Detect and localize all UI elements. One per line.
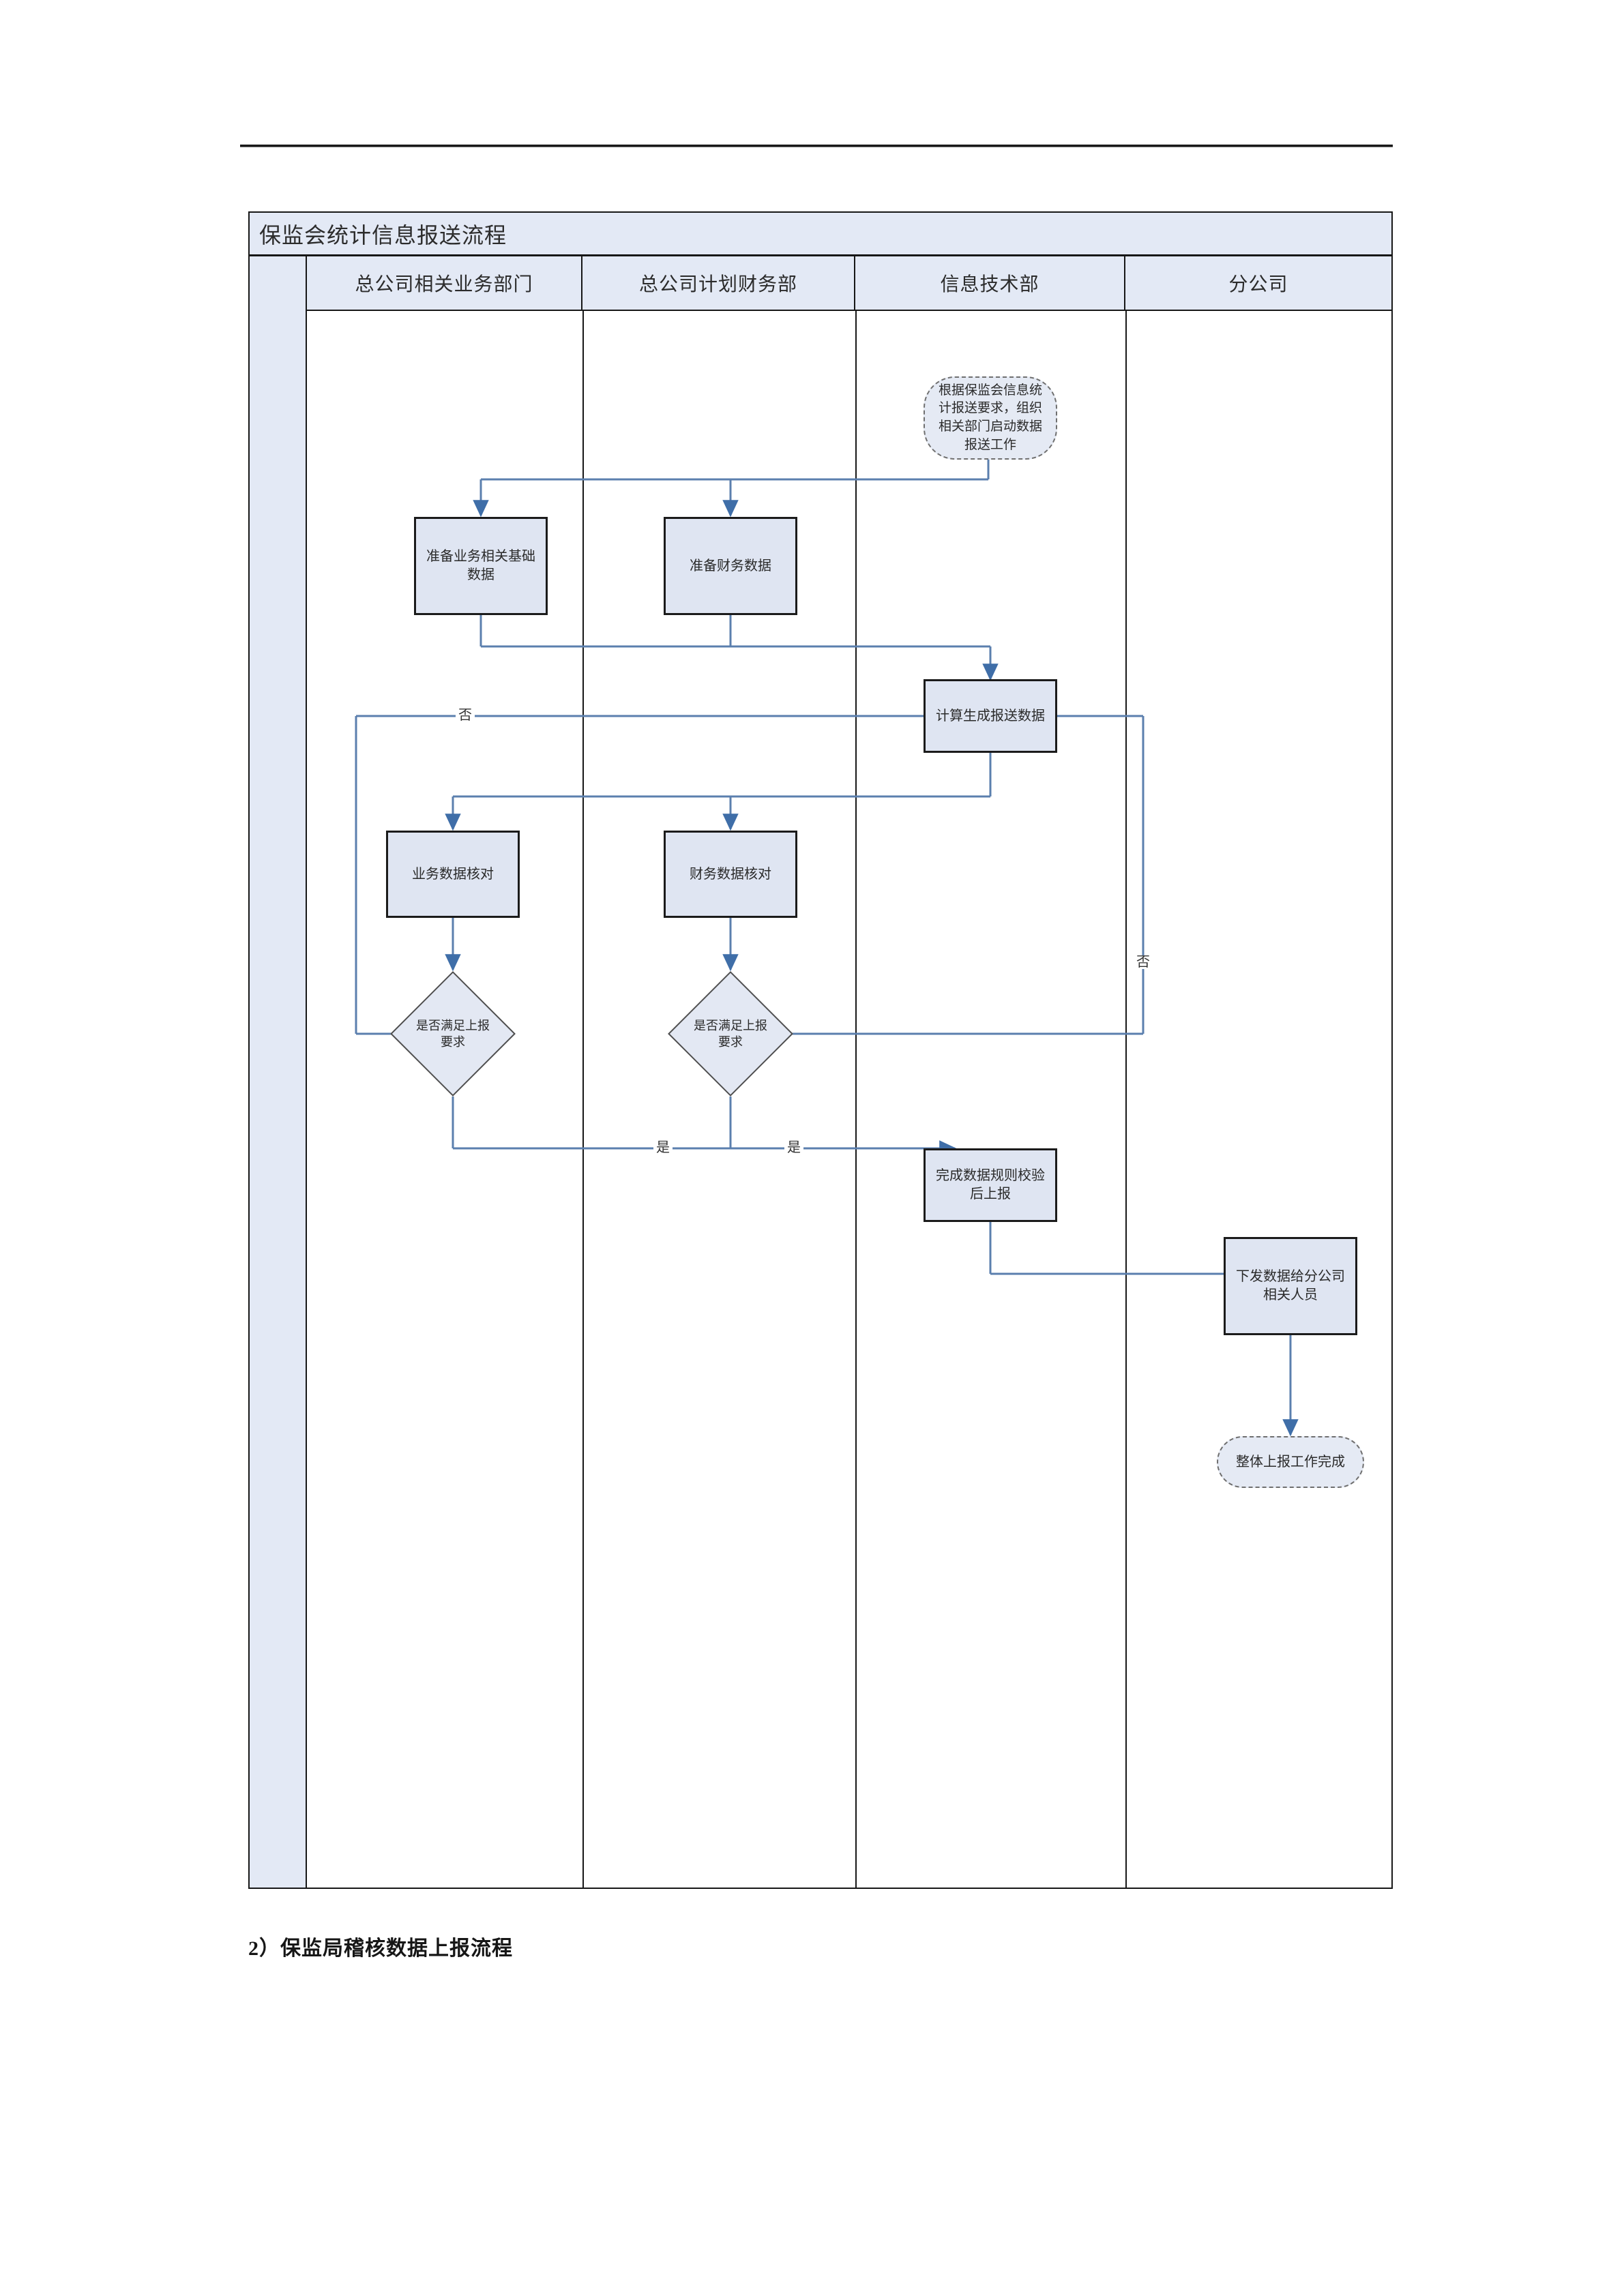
lane-left-band <box>250 256 307 1888</box>
flowchart-title-bar: 保监会统计信息报送流程 <box>250 213 1391 256</box>
flowchart-lane-body: 根据保监会信息统 计报送要求，组织 相关部门启动数据 报送工作 准备业务相关基础… <box>307 311 1391 1888</box>
node-prepare-business-data-label: 准备业务相关基础 数据 <box>426 549 535 582</box>
node-check-finance-data-label: 财务数据核对 <box>690 866 771 882</box>
node-distribute-to-branch-label: 下发数据给分公司 相关人员 <box>1236 1269 1345 1302</box>
flowchart-swimlane-table: 保监会统计信息报送流程 总公司相关业务部门 总公司计划财务部 信息技术部 分公司 <box>248 211 1393 1889</box>
node-decision-finance: 是否满足上报 要求 <box>668 971 793 1097</box>
section-caption: 2）保监局稽核数据上报流程 <box>248 1937 513 1960</box>
flow-connectors <box>355 458 1299 1437</box>
flowchart-canvas: 根据保监会信息统 计报送要求，组织 相关部门启动数据 报送工作 准备业务相关基础… <box>307 311 1391 1888</box>
edge-label-yes-business: 是 <box>653 1141 673 1154</box>
node-start: 根据保监会信息统 计报送要求，组织 相关部门启动数据 报送工作 <box>924 376 1057 460</box>
node-check-business-data: 业务数据核对 <box>386 831 520 918</box>
lane-divider-2 <box>855 311 857 1888</box>
lane-header-business: 总公司相关业务部门 <box>307 256 582 310</box>
node-prepare-finance-data-label: 准备财务数据 <box>690 558 771 573</box>
flowchart-title: 保监会统计信息报送流程 <box>259 222 507 248</box>
lane-header-row: 总公司相关业务部门 总公司计划财务部 信息技术部 分公司 <box>307 256 1391 311</box>
node-submit-after-validation-label: 完成数据规则校验 后上报 <box>936 1168 1045 1202</box>
node-decision-finance-label: 是否满足上报 要求 <box>694 1018 767 1049</box>
node-end: 整体上报工作完成 <box>1217 1436 1364 1488</box>
lane-header-finance: 总公司计划财务部 <box>582 256 855 310</box>
lane-header-it: 信息技术部 <box>855 256 1125 310</box>
node-distribute-to-branch: 下发数据给分公司 相关人员 <box>1224 1237 1357 1335</box>
node-check-finance-data: 财务数据核对 <box>664 831 797 918</box>
node-submit-after-validation: 完成数据规则校验 后上报 <box>924 1148 1057 1222</box>
lane-divider-3 <box>1125 311 1127 1888</box>
node-prepare-business-data: 准备业务相关基础 数据 <box>414 517 548 615</box>
page-header-rule <box>240 145 1393 147</box>
node-generate-report-data: 计算生成报送数据 <box>924 679 1057 753</box>
lane-header-branch: 分公司 <box>1228 274 1288 295</box>
node-end-label: 整体上报工作完成 <box>1236 1455 1345 1470</box>
node-generate-report-data-label: 计算生成报送数据 <box>936 708 1045 724</box>
edge-label-yes-finance: 是 <box>784 1141 803 1154</box>
node-decision-business-label: 是否满足上报 要求 <box>416 1018 490 1049</box>
node-decision-business: 是否满足上报 要求 <box>390 971 516 1097</box>
node-prepare-finance-data: 准备财务数据 <box>664 517 797 615</box>
node-check-business-data-label: 业务数据核对 <box>412 866 494 882</box>
edge-label-no-left: 否 <box>456 709 475 722</box>
edge-label-no-right: 否 <box>1134 955 1153 969</box>
lane-divider-1 <box>582 311 584 1888</box>
node-start-label: 根据保监会信息统 计报送要求，组织 相关部门启动数据 报送工作 <box>938 383 1042 452</box>
